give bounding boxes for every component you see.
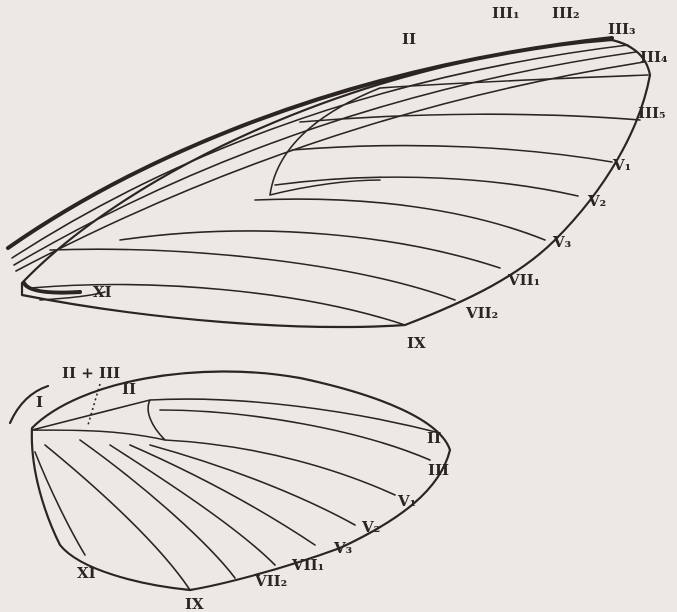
fw-label-V1: V₁ xyxy=(612,156,631,174)
hindwing-leader-II-III xyxy=(88,384,100,425)
fw-label-III2: III₂ xyxy=(552,4,580,22)
forewing-vein-VII1 xyxy=(120,231,500,268)
fw-label-V2: V₂ xyxy=(587,192,606,210)
hw-label-I: I xyxy=(36,393,43,411)
hw-label-II-III: II + III xyxy=(62,364,120,382)
forewing-vein-V2 xyxy=(275,177,578,196)
hindwing-discal-cell xyxy=(32,400,165,440)
forewing-vein-IX xyxy=(30,285,405,325)
fw-label-III4: III₄ xyxy=(640,48,668,66)
forewing-costa xyxy=(8,38,612,248)
fw-label-III5: III₅ xyxy=(638,104,666,122)
fw-label-V3: V₃ xyxy=(552,233,571,251)
fw-label-III3: III₃ xyxy=(608,20,636,38)
hindwing-vein-VII2 xyxy=(80,440,235,578)
fw-label-II: II xyxy=(402,30,416,48)
forewing-radius-1 xyxy=(14,52,636,265)
fw-label-XI: XI xyxy=(93,283,112,301)
forewing-radius-2 xyxy=(16,62,644,271)
fw-label-VII2: VII₂ xyxy=(465,304,498,322)
hindwing-subcosta xyxy=(150,399,440,433)
hw-label-V3: V₃ xyxy=(333,539,352,557)
forewing-discal-cell xyxy=(270,88,380,195)
hw-label-VII1: VII₁ xyxy=(291,556,324,574)
hw-label-II: II xyxy=(427,429,441,447)
hw-label-VII2: VII₂ xyxy=(254,572,287,590)
hw-label-XI: XI xyxy=(77,564,96,582)
forewing-vein-V1 xyxy=(292,146,612,162)
fw-label-VII1: VII₁ xyxy=(507,271,540,289)
forewing-vein-V3 xyxy=(255,199,545,240)
hw-label-II-inner: II xyxy=(122,380,136,398)
hindwing xyxy=(10,371,450,590)
hindwing-vein-V1 xyxy=(165,440,395,495)
fw-label-III1: III₁ xyxy=(492,4,520,22)
hindwing-vein-IX xyxy=(45,445,190,590)
fw-label-IX: IX xyxy=(407,334,426,352)
hw-label-V1: V₁ xyxy=(397,492,416,510)
hw-label-V2: V₂ xyxy=(361,518,380,536)
hindwing-vein-V2 xyxy=(150,445,355,525)
hindwing-radius xyxy=(160,410,430,460)
hw-label-III: III xyxy=(428,461,449,479)
hw-label-IX: IX xyxy=(185,595,204,612)
hindwing-vein-V3 xyxy=(130,445,315,545)
